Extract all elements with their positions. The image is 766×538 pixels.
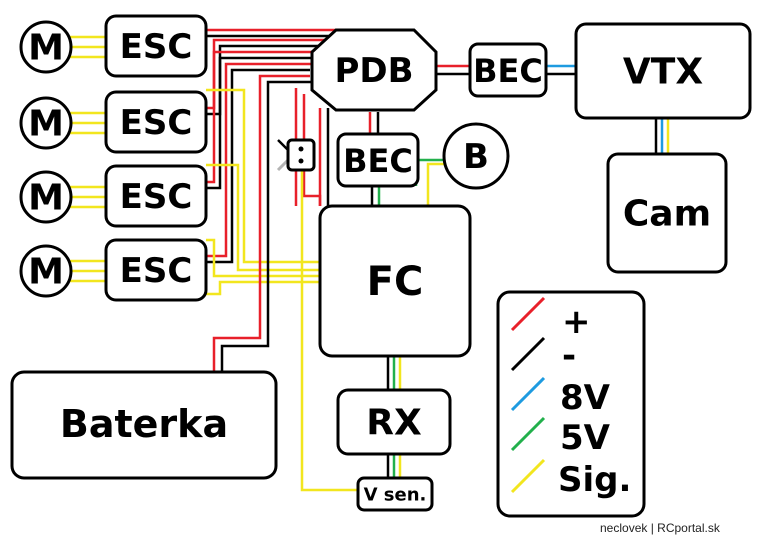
legend-item-minus: - — [510, 336, 576, 376]
cam-box: Cam — [606, 152, 728, 274]
buzzer-signal-wire — [426, 162, 444, 206]
legend-swatch — [510, 296, 546, 332]
legend-label: 5V — [560, 418, 611, 458]
legend-item-signal: Sig. — [510, 458, 631, 500]
cam-label: Cam — [623, 194, 711, 235]
legend-swatch — [510, 376, 546, 412]
legend-item-plus: + — [510, 296, 591, 342]
esc-1: ESC — [104, 14, 208, 78]
esc-3: ESC — [104, 164, 208, 228]
motor-3: M — [19, 170, 73, 224]
motor-1: M — [19, 20, 73, 74]
rx-label: RX — [366, 403, 422, 444]
motor-4: M — [19, 244, 73, 298]
fc-label: FC — [367, 259, 424, 305]
battery-label: Baterka — [60, 402, 228, 446]
esc-2: ESC — [104, 90, 208, 154]
legend-item-5v: 5V — [510, 416, 611, 458]
esc-label: ESC — [120, 103, 193, 143]
legend-swatch — [510, 336, 546, 372]
legend-label: Sig. — [558, 460, 631, 500]
vtx-label: VTX — [623, 52, 703, 93]
motor-label: M — [28, 28, 64, 69]
vsen-label: V sen. — [364, 485, 427, 506]
legend-label: - — [562, 336, 576, 376]
voltage-sensor-box: V sen. — [356, 476, 434, 512]
legend-label: 8V — [560, 378, 611, 418]
legend-item-8v: 8V — [510, 376, 611, 418]
legend-swatch — [510, 416, 546, 452]
pdb-box: PDB — [310, 28, 438, 112]
esc-4: ESC — [104, 238, 208, 302]
bec-fc-box: BEC — [336, 132, 420, 188]
esc-label: ESC — [120, 177, 193, 217]
motor-esc-wires — [70, 35, 106, 283]
rx-box: RX — [336, 388, 452, 456]
battery-power-wires — [212, 74, 312, 372]
buzzer: B — [442, 122, 510, 190]
battery-box: Baterka — [10, 370, 278, 480]
legend-swatch — [510, 458, 546, 494]
esc-label: ESC — [120, 27, 193, 67]
switch-component — [286, 138, 316, 172]
legend: + - 8V 5V Sig. — [496, 290, 646, 518]
bec-label: BEC — [473, 52, 543, 90]
fc-box: FC — [318, 204, 472, 358]
legend-label: + — [562, 302, 591, 342]
credit-text: neclovek | RCportal.sk — [600, 521, 721, 535]
pdb-label: PDB — [334, 51, 413, 91]
motor-label: M — [28, 252, 64, 293]
vtx-box: VTX — [574, 22, 752, 120]
motor-label: M — [28, 178, 64, 219]
buzzer-label: B — [463, 137, 489, 177]
motor-2: M — [19, 96, 73, 150]
bec-vtx-box: BEC — [468, 42, 548, 98]
bec-label: BEC — [343, 142, 413, 180]
esc-label: ESC — [120, 251, 193, 291]
motor-label: M — [28, 104, 64, 145]
